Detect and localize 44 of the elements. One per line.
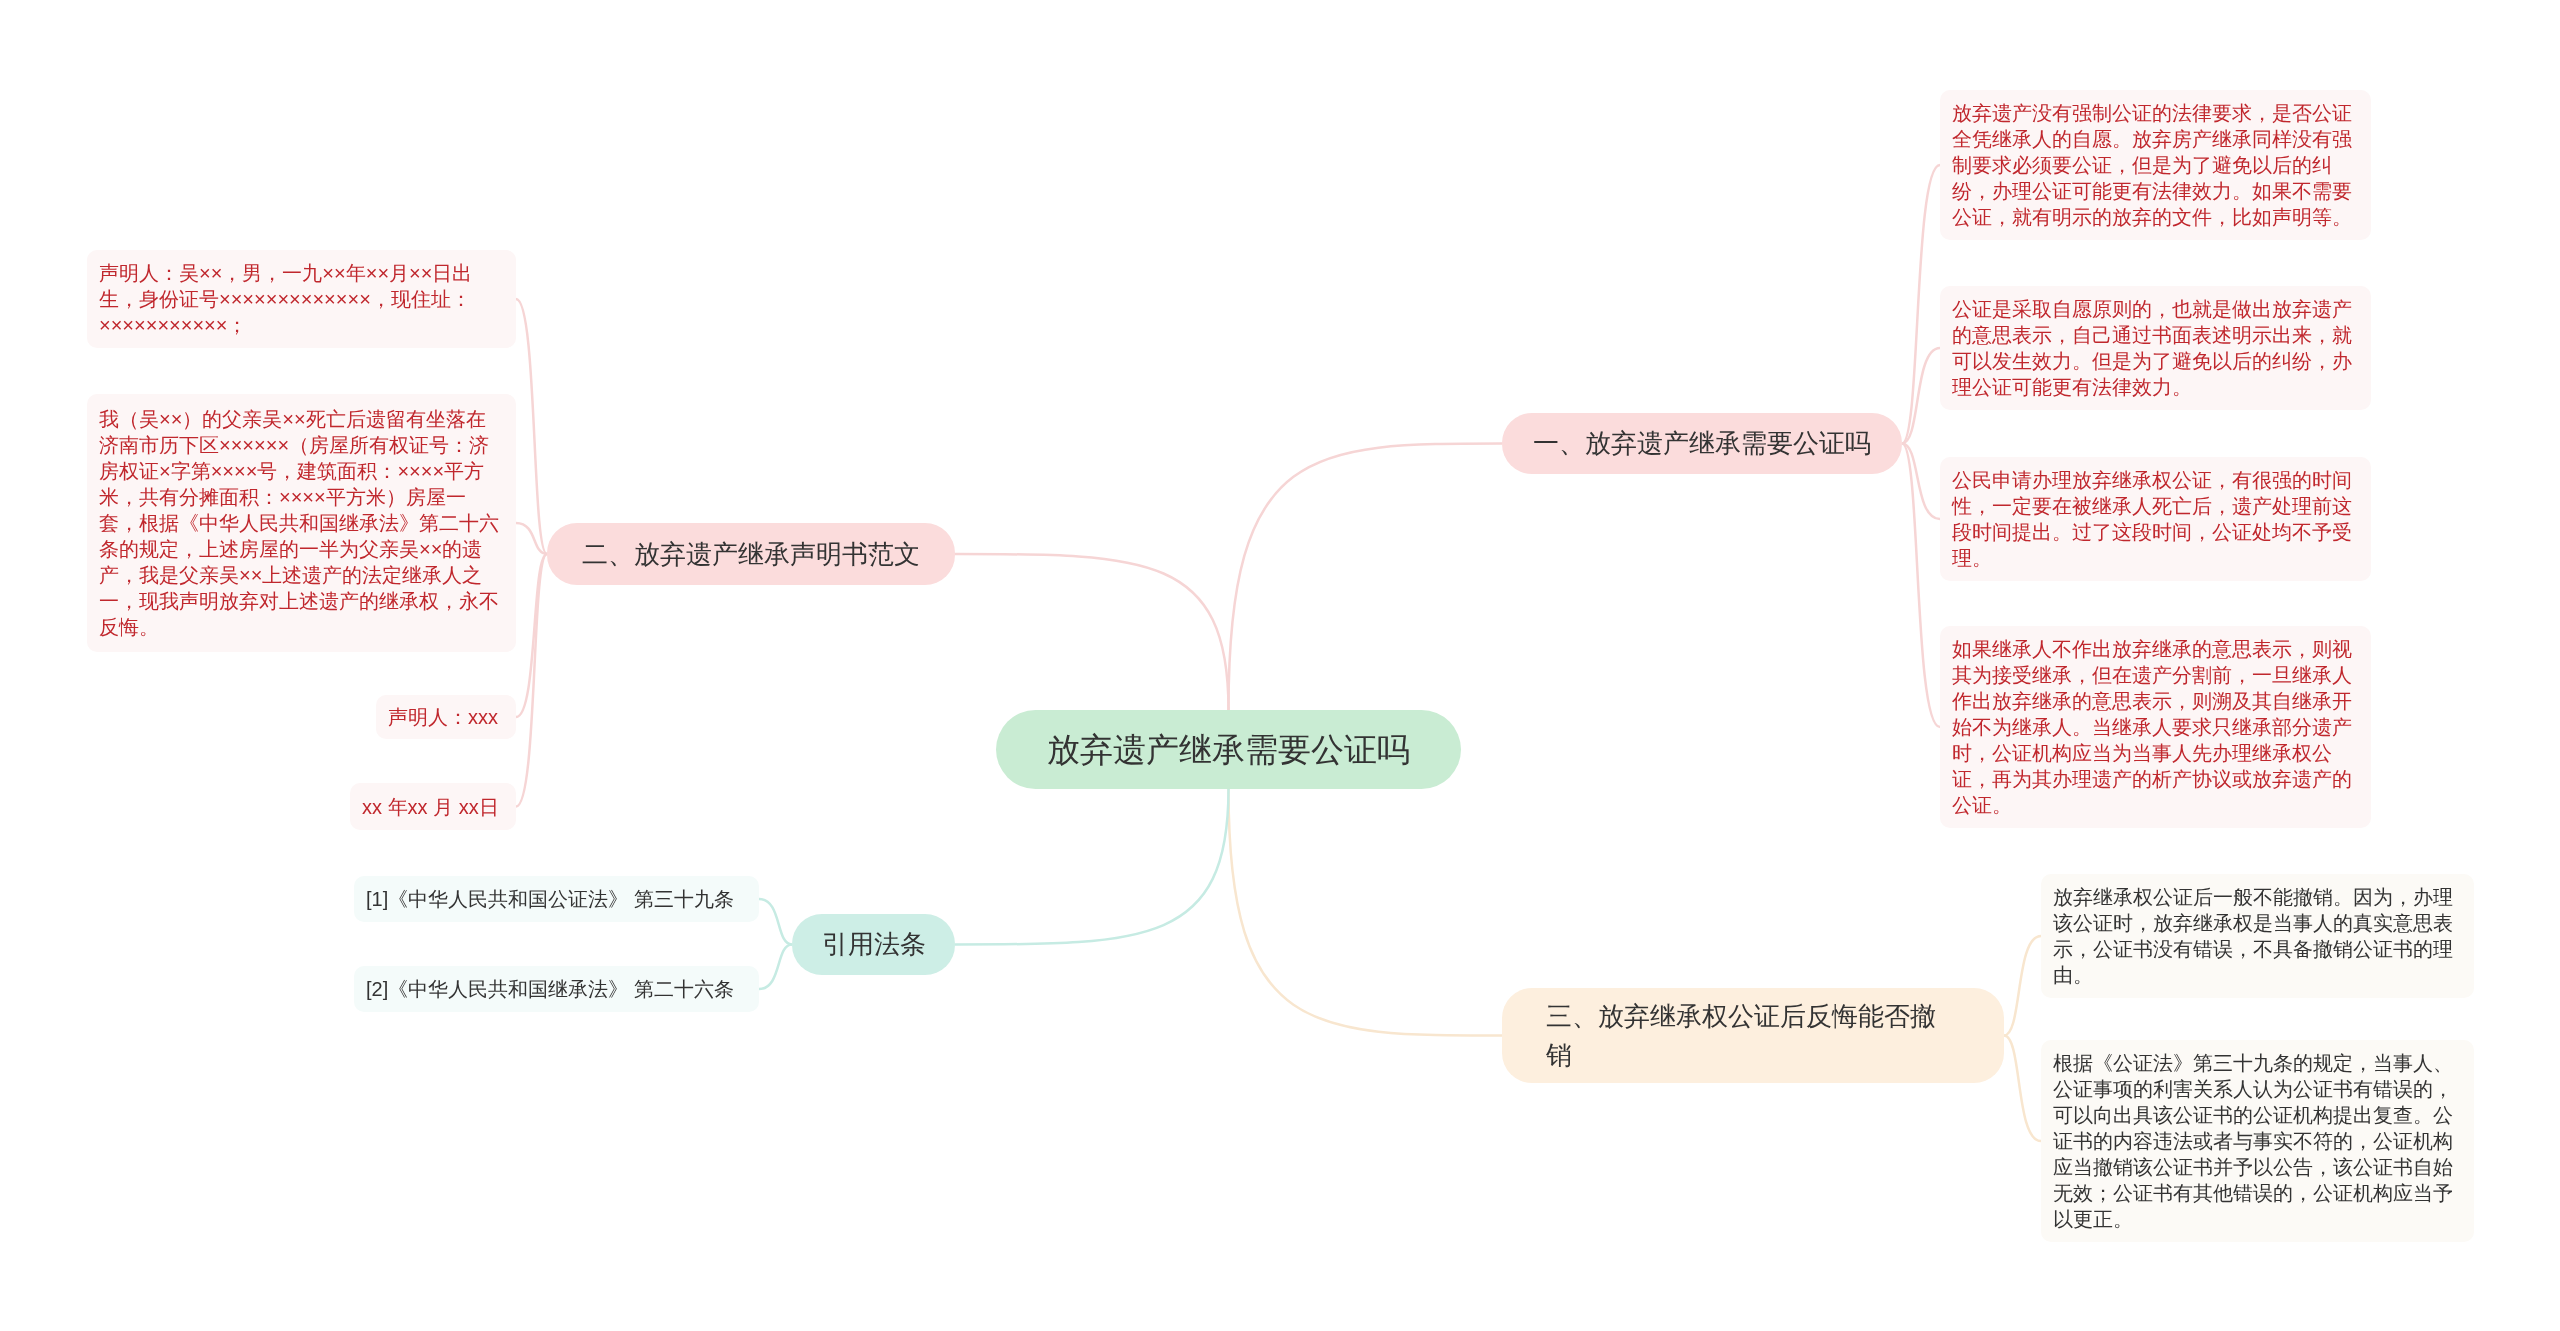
connector [758,943,793,991]
leaf-note [87,250,516,348]
topic-text: 三、放弃继承权公证后反悔能否撤销 [1546,999,1937,1072]
topic-text: 声明人：吴××，男，一九××年××月××日出生，身份证号×××××××××××××，现住址：×××××××××××； [99,261,474,338]
connector [2003,934,2042,1037]
leaf-note [87,394,516,652]
connector [1901,442,1941,728]
topic-text: 放弃继承权公证后一般不能撤销。因为，办理该公证时，放弃继承权是当事人的真实意思表示，公证书没有错误，不具备撤销公证书的理由。 [2053,885,2454,988]
topic-text: 如果继承人不作出放弃继承的意思表示，则视其为接受继承，但在遗产分割前，一旦继承人作出放弃继承的意思表示，则溯及其自继承开始不为继承人。当继承人要求只继承部分遗产时，公证机构应当为当事人先办理继承权公证，再为其办理遗产的析产协议或放弃遗产的公证。 [1952,637,2353,818]
connector [1901,164,1941,445]
topic-text: 我（吴××）的父亲吴××死亡后遗留有坐落在济南市历下区××××××（房屋所有权证号：济房权证×字第××××号，建筑面积：××××平方米，共有分摊面积：××××平方米）房屋一套，根据《中华人民共和国继承法》第二十六条的规定，上述房屋的一半为父亲吴××的遗产，我是父亲吴××上述遗产的法定继承人之一，现我声明放弃对上述遗产的继承权，永不反悔。 [99,407,500,640]
topic-text: [1]《中华人民共和国公证法》 第三十九条 [366,887,734,912]
branch-topic [547,523,955,585]
branch-topic [792,914,955,975]
topic-text: 声明人：xxx [388,705,498,730]
connector [515,553,549,808]
topic-text: 一、放弃遗产继承需要公证吗 [1533,427,1871,460]
connector [955,552,1230,711]
leaf-note [350,783,516,830]
topic-text: 公证是采取自愿原则的，也就是做出放弃遗产的意思表示，自己通过书面表述明示出来，就可以发生效力。但是为了避免以后的纠纷，办理公证可能更有法律效力。 [1952,297,2353,400]
topic-text: 放弃遗产没有强制公证的法律要求，是否公证全凭继承人的自愿。放弃房产继承同样没有强制要求必须要公证，但是为了避免以后的纠纷，办理公证可能更有法律效力。如果不需要公证，就有明示的放弃的文件，比如声明等。 [1952,101,2353,230]
connector [955,788,1230,946]
topic-text: 引用法条 [821,928,926,961]
branch-topic [1502,988,2004,1083]
connector [758,897,793,946]
topic-text: 放弃遗产继承需要公证吗 [1047,729,1410,770]
leaf-note [2041,1040,2474,1242]
connector [515,521,548,556]
leaf-note [354,876,759,922]
topic-text: 公民申请办理放弃继承权公证，有很强的时间性，一定要在被继承人死亡后，遗产处理前这段时间提出。过了这段时间，公证处均不予受理。 [1952,468,2353,571]
leaf-note [376,695,516,739]
leaf-note [1940,90,2371,240]
leaf-note [1940,626,2371,828]
connector [2003,1034,2042,1143]
leaf-note [354,966,759,1012]
connector [515,553,548,719]
leaf-note [1940,457,2371,581]
connector [515,298,549,555]
topic-text: [2]《中华人民共和国继承法》 第二十六条 [366,977,734,1002]
topic-text: xx 年xx 月 xx日 [362,794,499,820]
topic-text: 二、放弃遗产继承声明书范文 [582,537,920,571]
leaf-note [2041,874,2474,998]
topic-text: 根据《公证法》第三十九条的规定，当事人、公证事项的利害关系人认为公证书有错误的，可以向出具该公证书的公证机构提出复查。公证书的内容违法或者与事实不符的，公证机构应当撤销该公证书并予以公告，该公证书自始无效；公证书有其他错误的，公证机构应当予以更正。 [2053,1051,2454,1232]
leaf-note [1940,286,2371,410]
